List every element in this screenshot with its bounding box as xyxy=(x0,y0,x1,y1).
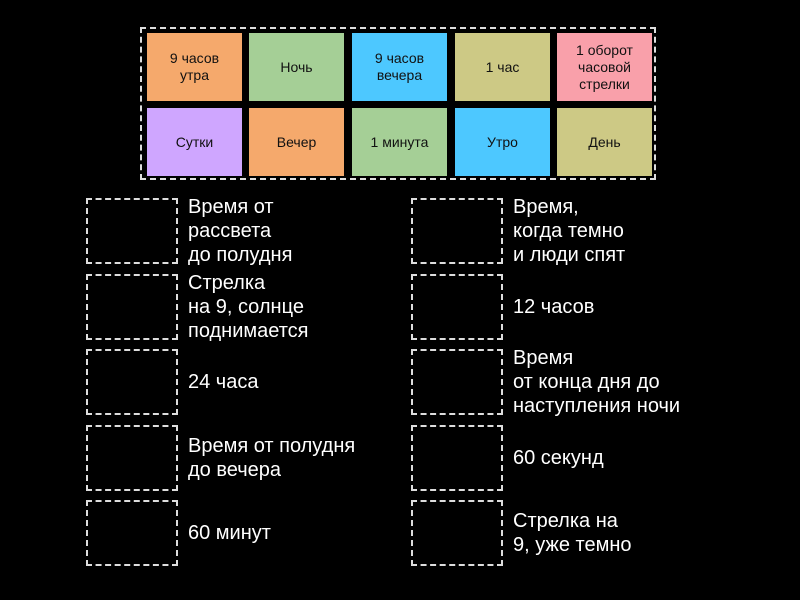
clue-text: Время от полудня до вечера xyxy=(188,434,356,481)
drop-slot[interactable] xyxy=(86,198,178,264)
clue-text: Стрелка на 9, солнце поднимается xyxy=(188,271,309,342)
clue-text: 60 минут xyxy=(188,522,271,544)
answer-tile[interactable]: Сутки xyxy=(147,108,242,176)
answer-tile[interactable]: День xyxy=(557,108,652,176)
answer-tile[interactable]: Вечер xyxy=(249,108,344,176)
answer-tile[interactable]: 1 час xyxy=(455,33,550,101)
clue-text: Время от рассвета до полудня xyxy=(188,196,293,266)
drop-slot[interactable] xyxy=(411,500,503,566)
clue-text: Время, когда темно и люди спят xyxy=(513,196,626,266)
drop-slot[interactable] xyxy=(411,198,503,264)
answer-tile[interactable]: 9 часов утра xyxy=(147,33,242,101)
drop-slot[interactable] xyxy=(86,349,178,415)
drop-slot[interactable] xyxy=(86,424,178,491)
drop-slot[interactable] xyxy=(411,349,503,415)
answer-tile[interactable]: Утро xyxy=(455,108,550,176)
clue-text: Стрелка на 9, уже темно xyxy=(513,510,632,556)
drop-slot[interactable] xyxy=(411,424,503,491)
clue-text: 60 секунд xyxy=(513,446,604,469)
answer-tile[interactable]: 1 минута xyxy=(352,108,447,176)
clue-text: 24 часа xyxy=(188,371,259,393)
answer-tile[interactable]: Ночь xyxy=(249,33,344,101)
answer-tiles-area xyxy=(140,27,656,180)
clue-text: Время от конца дня до наступления ночи xyxy=(513,347,681,417)
drop-slot[interactable] xyxy=(86,500,178,566)
clue-text: 12 часов xyxy=(513,295,595,318)
answer-tile[interactable]: 9 часов вечера xyxy=(352,33,447,101)
drop-slot[interactable] xyxy=(411,273,503,340)
drop-slot[interactable] xyxy=(86,273,178,340)
answer-tile[interactable]: 1 оборот часовой стрелки xyxy=(557,33,652,101)
